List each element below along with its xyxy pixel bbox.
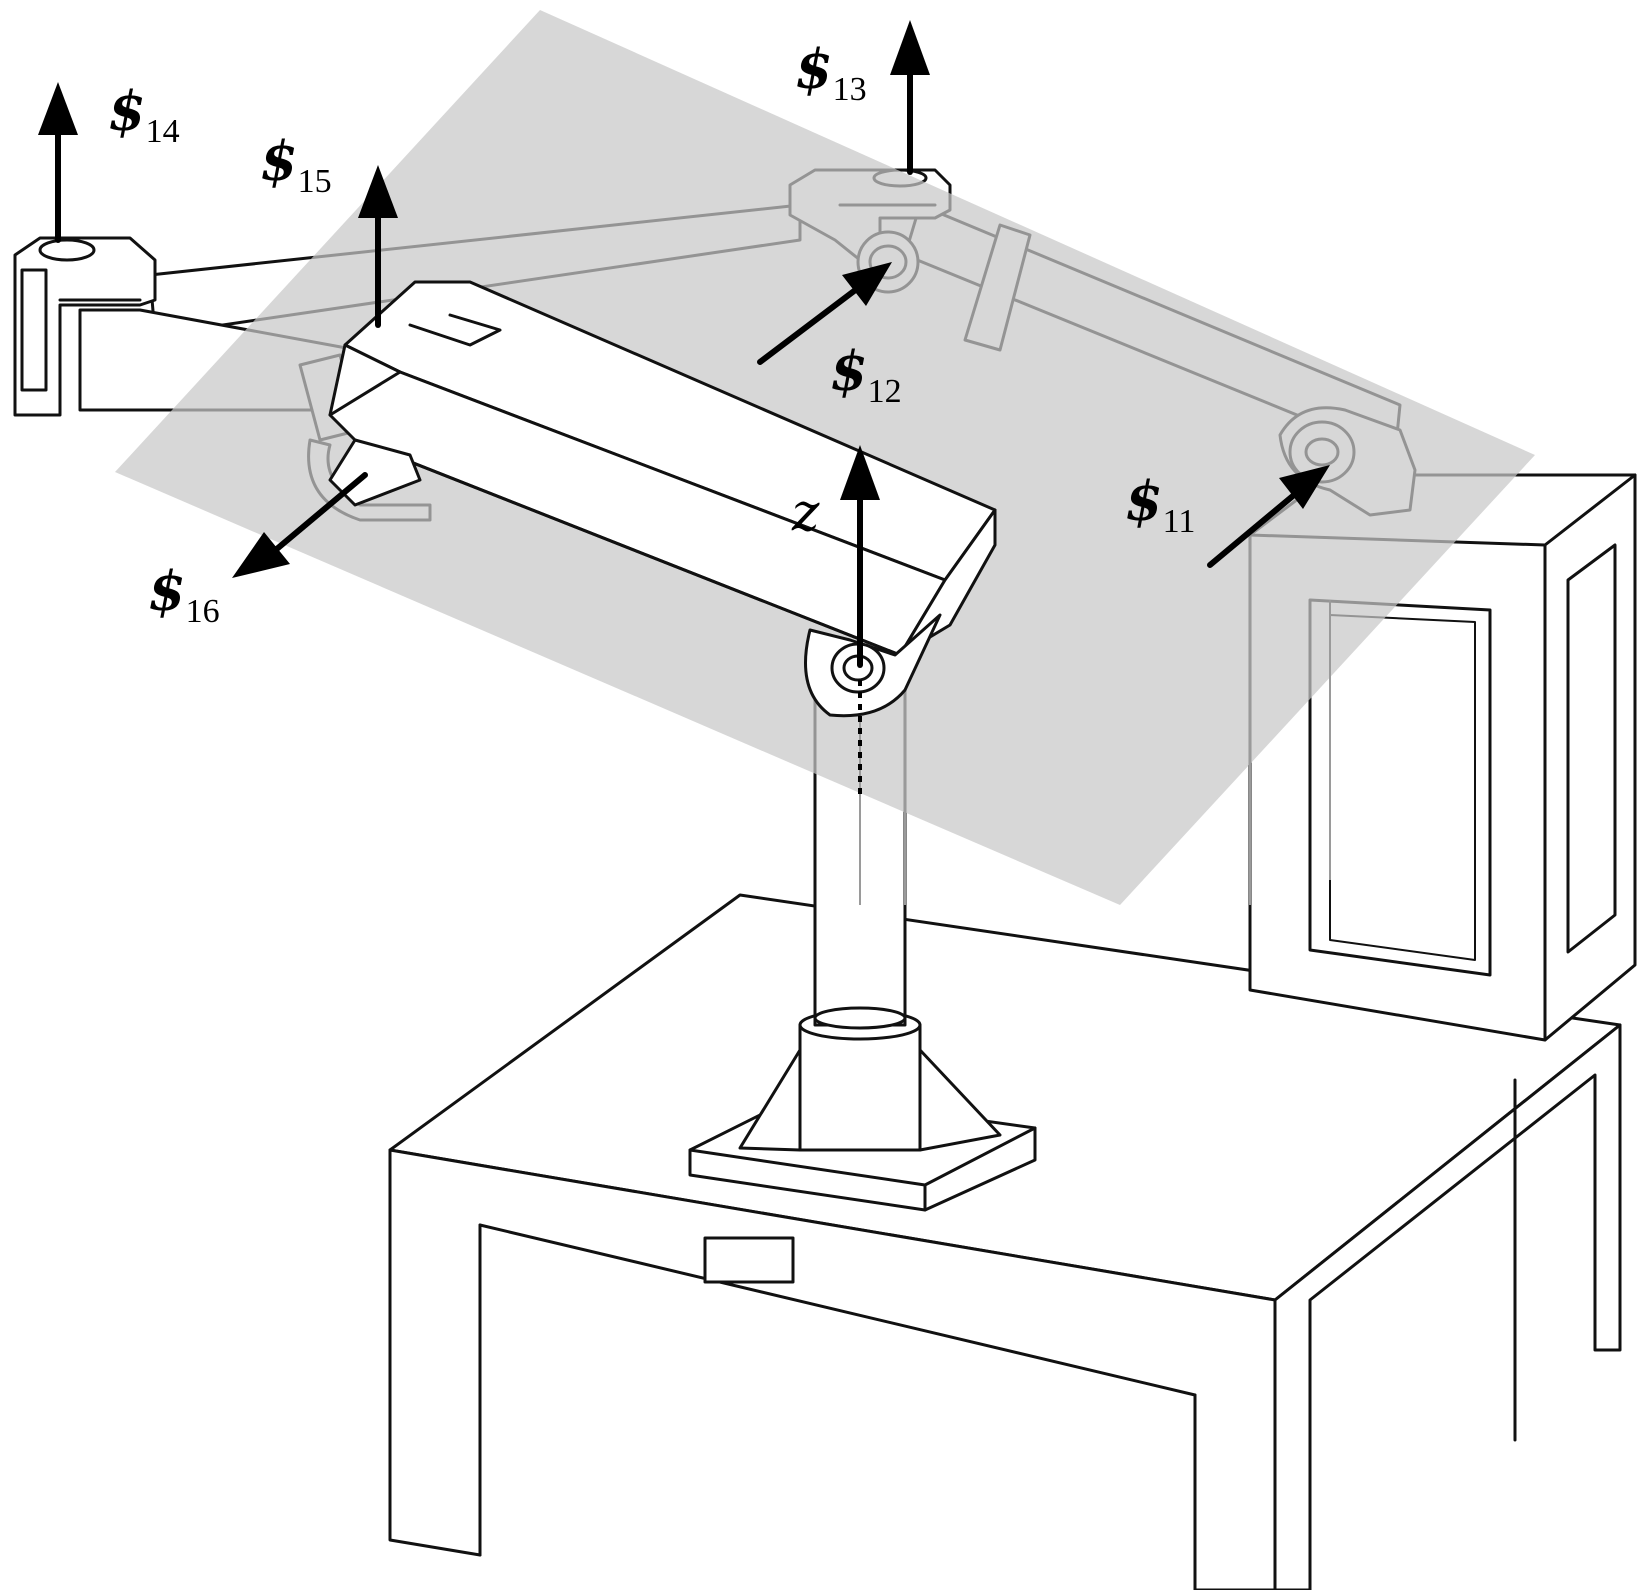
labels: $14 $15 $13 $12 $11 $16 z <box>108 37 1195 630</box>
label-s15: $15 <box>260 129 332 200</box>
arrow-s12 <box>757 262 892 365</box>
label-z: z <box>791 483 820 543</box>
plane-ghost-lines <box>859 535 1331 905</box>
table-under-block <box>703 1236 795 1284</box>
table-right-frame <box>1273 1023 1622 1590</box>
screw-arrows <box>38 20 1330 668</box>
label-s14: $14 <box>108 79 180 150</box>
arrow-s15 <box>358 165 398 328</box>
main-arm <box>328 280 997 718</box>
label-s16: $16 <box>148 559 220 630</box>
label-s12: $12 <box>830 339 902 410</box>
arrow-s14 <box>38 82 78 243</box>
arrow-z <box>840 445 880 668</box>
label-s13: $13 <box>795 37 867 108</box>
label-s11: $11 <box>1125 469 1195 540</box>
arrow-s16 <box>232 472 368 578</box>
arrow-s13 <box>890 20 930 175</box>
arrow-s11 <box>1207 465 1330 568</box>
